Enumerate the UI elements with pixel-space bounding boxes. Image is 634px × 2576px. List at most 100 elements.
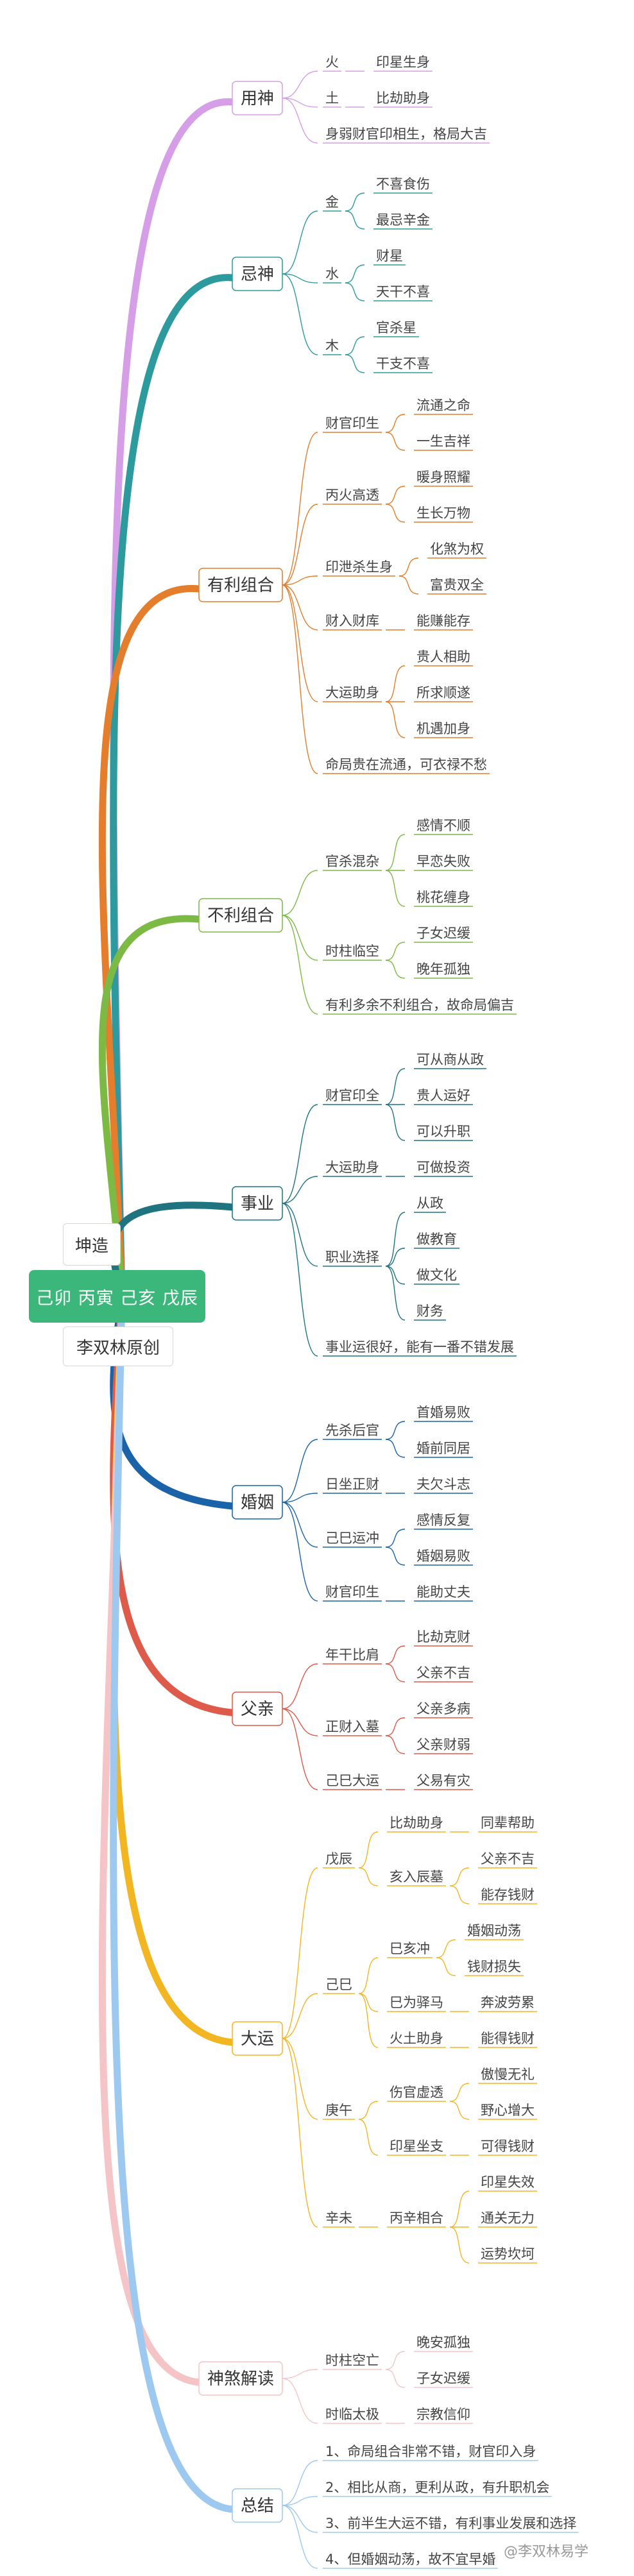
mind-map-node[interactable]: 干支不喜	[376, 356, 430, 371]
mind-map-node[interactable]: 晚年孤独	[416, 962, 470, 977]
mind-map-node[interactable]: 财官印生	[325, 416, 379, 431]
mind-map-node[interactable]: 富贵双全	[430, 577, 484, 593]
mind-map-node[interactable]: 婚姻动荡	[467, 1923, 521, 1938]
branch-node-label[interactable]: 有利组合	[207, 576, 274, 595]
mind-map-node[interactable]: 财务	[416, 1303, 443, 1319]
mind-map-node[interactable]: 巳亥冲	[390, 1941, 430, 1956]
mind-map-node[interactable]: 印星坐支	[390, 2139, 443, 2154]
mind-map-node[interactable]: 火土助身	[390, 2031, 443, 2046]
branch-node-label[interactable]: 忌神	[241, 265, 274, 284]
mind-map-node[interactable]: 印星失效	[481, 2174, 535, 2190]
mind-map-node[interactable]: 财官印生	[325, 1584, 379, 1600]
mind-map-node[interactable]: 印星生身	[376, 55, 430, 70]
mind-map-node[interactable]: 首婚易败	[416, 1405, 470, 1420]
mind-map-node[interactable]: 时临太极	[325, 2407, 379, 2422]
mind-map-node[interactable]: 同辈帮助	[481, 1815, 535, 1831]
branch-node-label[interactable]: 父亲	[241, 1700, 274, 1719]
mind-map-node[interactable]: 晚安孤独	[416, 2335, 470, 2350]
mind-map-node[interactable]: 辛未	[325, 2210, 352, 2226]
mind-map-node[interactable]: 官杀星	[376, 320, 416, 335]
mind-map-node[interactable]: 可从商从政	[416, 1052, 484, 1067]
mind-map-node[interactable]: 2、相比从商，更利从政，有升职机会	[325, 2480, 549, 2495]
top-side-label[interactable]: 坤造	[63, 1223, 121, 1266]
mind-map-node[interactable]: 4、但婚姻动荡，故不宜早婚	[325, 2552, 495, 2567]
mind-map-node[interactable]: 做教育	[416, 1232, 457, 1247]
mind-map-node[interactable]: 不喜食伤	[376, 176, 430, 192]
mind-map-node[interactable]: 比劫助身	[390, 1815, 443, 1831]
mind-map-node[interactable]: 土	[325, 90, 339, 106]
mind-map-node[interactable]: 野心增大	[481, 2103, 535, 2118]
mind-map-node[interactable]: 早恋失败	[416, 854, 470, 869]
mind-map-node[interactable]: 有利多余不利组合，故命局偏吉	[325, 997, 514, 1013]
mind-map-node[interactable]: 感情不顺	[416, 818, 470, 833]
mind-map-node[interactable]: 1、命局组合非常不错，财官印入身	[325, 2444, 536, 2459]
mind-map-node[interactable]: 感情反复	[416, 1513, 470, 1528]
mind-map-node[interactable]: 贵人运好	[416, 1088, 470, 1103]
mind-map-node[interactable]: 生长万物	[416, 505, 470, 521]
mind-map-node[interactable]: 3、前半生大运不错，有利事业发展和选择	[325, 2516, 576, 2531]
mind-map-node[interactable]: 比劫助身	[376, 90, 430, 106]
branch-node-label[interactable]: 事业	[241, 1194, 274, 1214]
mind-map-node[interactable]: 运势坎坷	[481, 2246, 535, 2262]
mind-map-node[interactable]: 丙火高透	[325, 487, 379, 503]
mind-map-node[interactable]: 正财入墓	[325, 1719, 379, 1734]
mind-map-node[interactable]: 子女迟缓	[416, 926, 470, 941]
branch-node-label[interactable]: 婚姻	[241, 1493, 274, 1513]
mind-map-node[interactable]: 大运助身	[325, 685, 379, 700]
mind-map-node[interactable]: 夫欠斗志	[416, 1477, 470, 1492]
mind-map-node[interactable]: 时柱临空	[325, 944, 379, 959]
mind-map-node[interactable]: 父亲多病	[416, 1701, 470, 1716]
mind-map-node[interactable]: 可做投资	[416, 1160, 470, 1175]
mind-map-node[interactable]: 桃花缠身	[416, 890, 470, 905]
mind-map-node[interactable]: 财入财库	[325, 613, 379, 629]
mind-map-node[interactable]: 庚午	[325, 2103, 352, 2118]
mind-map-node[interactable]: 年干比肩	[325, 1647, 379, 1663]
mind-map-node[interactable]: 奔波劳累	[481, 1995, 535, 2010]
mind-map-node[interactable]: 火	[325, 55, 339, 70]
mind-map-node[interactable]: 可以升职	[416, 1124, 470, 1139]
mind-map-node[interactable]: 傲慢无礼	[481, 2067, 535, 2082]
mind-map-node[interactable]: 木	[325, 338, 339, 353]
branch-node-label[interactable]: 不利组合	[207, 906, 274, 926]
mind-map-node[interactable]: 比劫克财	[416, 1629, 470, 1645]
mind-map-node[interactable]: 己巳大运	[325, 1773, 379, 1788]
mind-map-node[interactable]: 印泄杀生身	[325, 559, 393, 575]
mind-map-node[interactable]: 从政	[416, 1196, 443, 1211]
mind-map-node[interactable]: 子女迟缓	[416, 2371, 470, 2386]
mind-map-node[interactable]: 流通之命	[416, 398, 470, 413]
mind-map-node[interactable]: 大运助身	[325, 1160, 379, 1175]
mind-map-node[interactable]: 可得钱财	[481, 2139, 535, 2154]
mind-map-node[interactable]: 金	[325, 194, 339, 210]
branch-node-label[interactable]: 大运	[241, 2029, 274, 2049]
mind-map-node[interactable]: 能存钱财	[481, 1887, 535, 1902]
mind-map-node[interactable]: 时柱空亡	[325, 2353, 379, 2368]
mind-map-node[interactable]: 日坐正财	[325, 1477, 379, 1492]
mind-map-node[interactable]: 天干不喜	[376, 284, 430, 300]
mind-map-node[interactable]: 先杀后官	[325, 1423, 379, 1438]
branch-node-label[interactable]: 总结	[241, 2496, 274, 2516]
mind-map-node[interactable]: 父易有灾	[416, 1773, 470, 1788]
mind-map-node[interactable]: 贵人相助	[416, 649, 470, 665]
mind-map-node[interactable]: 化煞为权	[430, 541, 484, 557]
mind-map-node[interactable]: 能赚能存	[416, 613, 470, 629]
mind-map-node[interactable]: 命局贵在流通，可衣禄不愁	[325, 757, 487, 772]
mind-map-node[interactable]: 能得钱财	[481, 2031, 535, 2046]
mind-map-node[interactable]: 婚姻易败	[416, 1548, 470, 1564]
mind-map-node[interactable]: 所求顺遂	[416, 685, 470, 700]
bottom-side-label[interactable]: 李双林原创	[63, 1326, 173, 1366]
mind-map-node[interactable]: 宗教信仰	[416, 2407, 470, 2422]
mind-map-node[interactable]: 财星	[376, 248, 403, 264]
mind-map-node[interactable]: 最忌辛金	[376, 212, 430, 228]
mind-map-node[interactable]: 水	[325, 266, 339, 282]
branch-node-label[interactable]: 用神	[241, 89, 274, 108]
mind-map-node[interactable]: 职业选择	[325, 1250, 379, 1265]
mind-map-node[interactable]: 暖身照耀	[416, 470, 470, 485]
mind-map-node[interactable]: 婚前同居	[416, 1441, 470, 1456]
mind-map-node[interactable]: 能助丈夫	[416, 1584, 470, 1600]
mind-map-node[interactable]: 父亲财弱	[416, 1737, 470, 1752]
mind-map-node[interactable]: 巳为驿马	[390, 1995, 443, 2010]
mind-map-node[interactable]: 官杀混杂	[325, 854, 379, 869]
mind-map-node[interactable]: 身弱财官印相生，格局大吉	[325, 126, 487, 142]
mind-map-node[interactable]: 机遇加身	[416, 721, 470, 736]
mind-map-node[interactable]: 父亲不吉	[416, 1665, 470, 1681]
